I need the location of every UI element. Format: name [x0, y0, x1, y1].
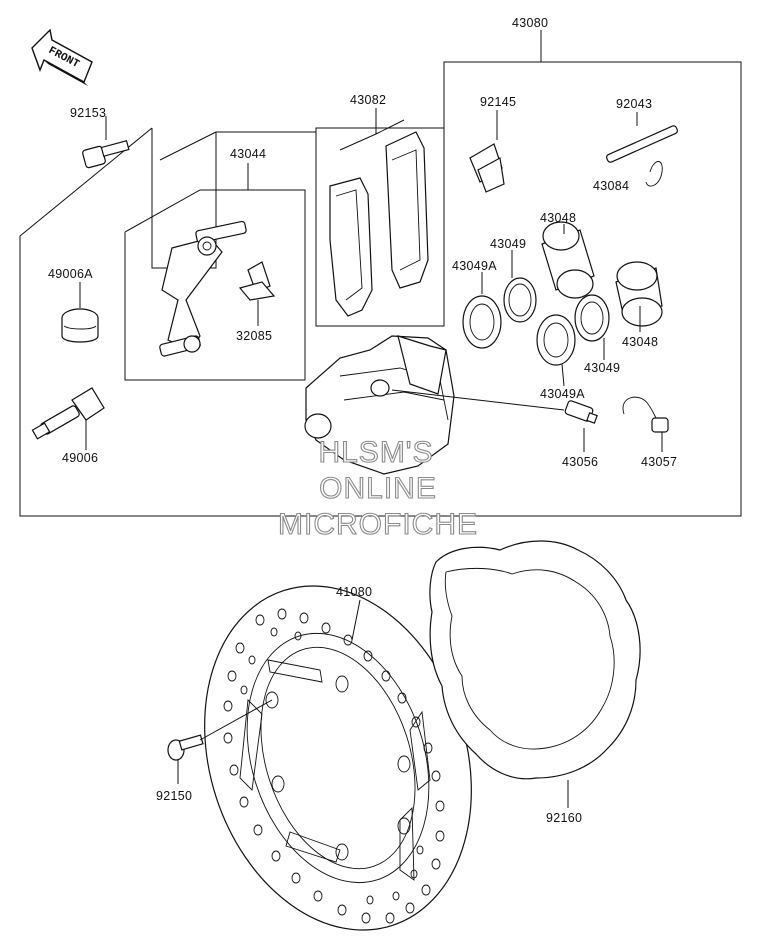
piston-seal-43049-top: [503, 277, 537, 323]
watermark-line-1: HLSM'S: [318, 436, 433, 469]
brake-pads-43082: [329, 108, 429, 317]
pin-clip-43084: [645, 161, 663, 187]
watermark: HLSM'S ONLINE MICROFICHE: [277, 435, 478, 541]
bleeder-valve-43056: [564, 400, 598, 452]
callout-43082: 43082: [350, 93, 386, 107]
callout-92145: 92145: [480, 95, 516, 109]
callout-49006: 49006: [62, 451, 98, 465]
spring-clip-32085: [238, 261, 276, 326]
callout-92153: 92153: [70, 106, 106, 120]
disc-bolt-92150: [167, 699, 273, 784]
watermark-line-2: ONLINE: [319, 472, 437, 505]
callout-92043: 92043: [616, 97, 652, 111]
piston-43048-right: [615, 261, 663, 327]
callout-43049A-mid: 43049A: [540, 387, 585, 401]
callout-43049-top: 43049: [490, 237, 526, 251]
watermark-line-3: MICROFICHE: [278, 508, 478, 541]
callout-41080: 41080: [336, 585, 372, 599]
caliper-bracket-43044: [159, 220, 247, 357]
callout-92150: 92150: [156, 789, 192, 803]
piston-43048-top: [541, 221, 595, 299]
disc-cover-92160: [429, 540, 641, 808]
caliper-body: [304, 335, 565, 475]
callout-43080: 43080: [512, 16, 548, 30]
pad-pin-92043: [606, 112, 678, 163]
callout-43044: 43044: [230, 147, 266, 161]
bleeder-cap-43057: [622, 396, 669, 452]
brake-disc-41080: [204, 585, 472, 931]
callout-92160: 92160: [546, 811, 582, 825]
callout-43084: 43084: [593, 179, 629, 193]
callout-32085: 32085: [236, 329, 272, 343]
callout-43048-top: 43048: [540, 211, 576, 225]
slide-pin-49006: [31, 387, 105, 450]
front-arrow-icon: FRONT: [31, 28, 93, 86]
bolt-92153: [82, 116, 130, 169]
bracket-frame: [151, 128, 316, 269]
pad-spring-92145: [469, 110, 505, 193]
callout-43048-right: 43048: [622, 335, 658, 349]
callout-43049-right: 43049: [584, 361, 620, 375]
callout-43056: 43056: [562, 455, 598, 469]
callout-43057: 43057: [641, 455, 677, 469]
piston-seal-43049A-mid: [536, 314, 576, 366]
callout-43049A-left: 43049A: [452, 259, 497, 273]
piston-seal-43049-right: [574, 294, 610, 342]
callout-49006A: 49006A: [48, 267, 93, 281]
pin-boot-49006A: [61, 282, 99, 343]
piston-seal-43049A-left: [462, 295, 502, 349]
